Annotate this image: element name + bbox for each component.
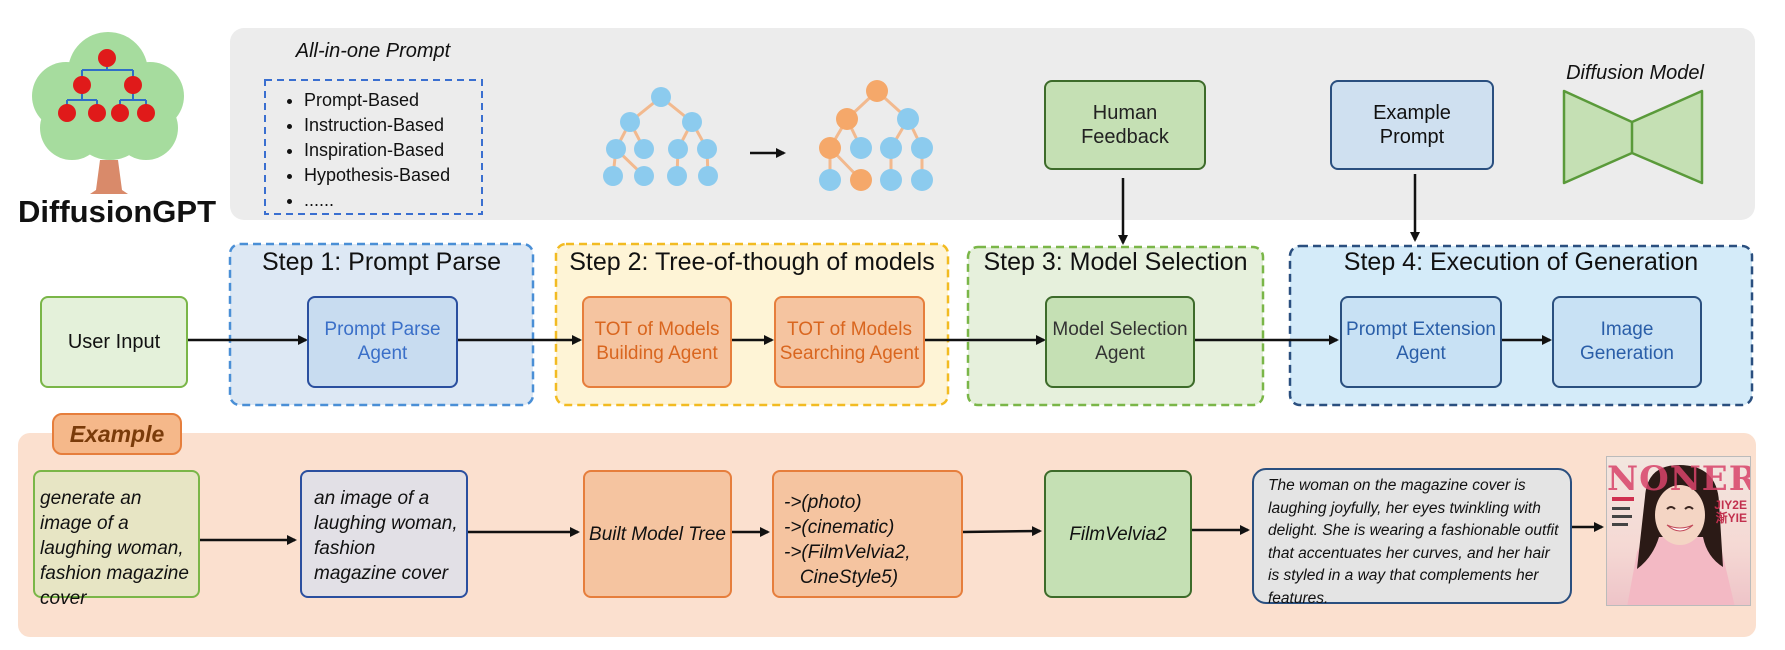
search-path-box: ->(photo) ->(cinematic) ->(FilmVelvia2, … [772,470,963,598]
magazine-masthead: NONER [1607,459,1751,499]
prompt-type-item: Hypothesis-Based [304,163,450,188]
user-prompt-example-text: generate an image of a laughing woman, f… [40,488,189,609]
prompt-list-box [264,79,483,215]
step2-title-wrap: Step 2: Tree-of-though of models [556,248,948,277]
prompt-type-item: Instruction-Based [304,113,450,138]
tot-searching-agent-box: TOT of Models Searching Agent [774,296,925,388]
built-model-tree-box: Built Model Tree [583,470,732,598]
model-tree-searched [819,80,933,191]
prompt-type-list: Prompt-Based Instruction-Based Inspirati… [272,88,450,213]
user-prompt-example-box: generate an image of a laughing woman, f… [33,470,200,609]
prompt-extension-agent-box: Prompt Extension Agent [1340,296,1502,388]
diffusiongpt-tree-logo [32,32,184,194]
example-arrows [200,522,1604,545]
step1-title-wrap: Step 1: Prompt Parse [230,248,533,277]
step1-title: Step 1: Prompt Parse [261,248,501,276]
example-label: Example [52,413,182,455]
prompt-list-title: All-in-one Prompt [295,40,451,62]
prompt-type-item: ...... [304,188,450,213]
example-prompt-box: Example Prompt [1330,80,1494,170]
tot-building-agent-box: TOT of Models Building Agent [582,296,732,388]
magazine-side-text: JIY2E 渐YIE [1714,498,1747,525]
model-tree-unsearched [603,87,718,186]
step2-title: Step 2: Tree-of-though of models [569,248,935,276]
search-path-text: ->(photo) ->(cinematic) ->(FilmVelvia2, … [784,492,911,588]
parsed-prompt-example-box: an image of a laughing woman, fashion ma… [300,470,468,598]
selected-model-box: FilmVelvia2 [1044,470,1192,598]
step3-title-wrap: Step 3: Model Selection [968,248,1263,277]
prompt-type-item: Prompt-Based [304,88,450,113]
extended-prompt-text: The woman on the magazine cover is laugh… [1268,477,1559,607]
prompt-parse-agent-box: Prompt Parse Agent [307,296,458,388]
step3-title: Step 3: Model Selection [983,248,1248,276]
extended-prompt-box: The woman on the magazine cover is laugh… [1252,468,1572,607]
parsed-prompt-example-text: an image of a laughing woman, fashion ma… [314,488,458,584]
model-selection-agent-box: Model Selection Agent [1045,296,1195,388]
step4-title: Step 4: Execution of Generation [1343,248,1699,276]
magazine-cover-illustration [1612,465,1735,605]
step4-title-wrap: Step 4: Execution of Generation [1290,248,1752,277]
human-feedback-box: Human Feedback [1044,80,1206,170]
diffusion-model-icon [1562,89,1704,185]
user-input-box: User Input [40,296,188,388]
generated-image: NONER JIY2E 渐YIE [1606,456,1751,606]
image-generation-box: Image Generation [1552,296,1702,388]
prompt-type-item: Inspiration-Based [304,138,450,163]
logo-title: DiffusionGPT [18,194,217,229]
diffusion-model-label: Diffusion Model [1566,62,1704,84]
